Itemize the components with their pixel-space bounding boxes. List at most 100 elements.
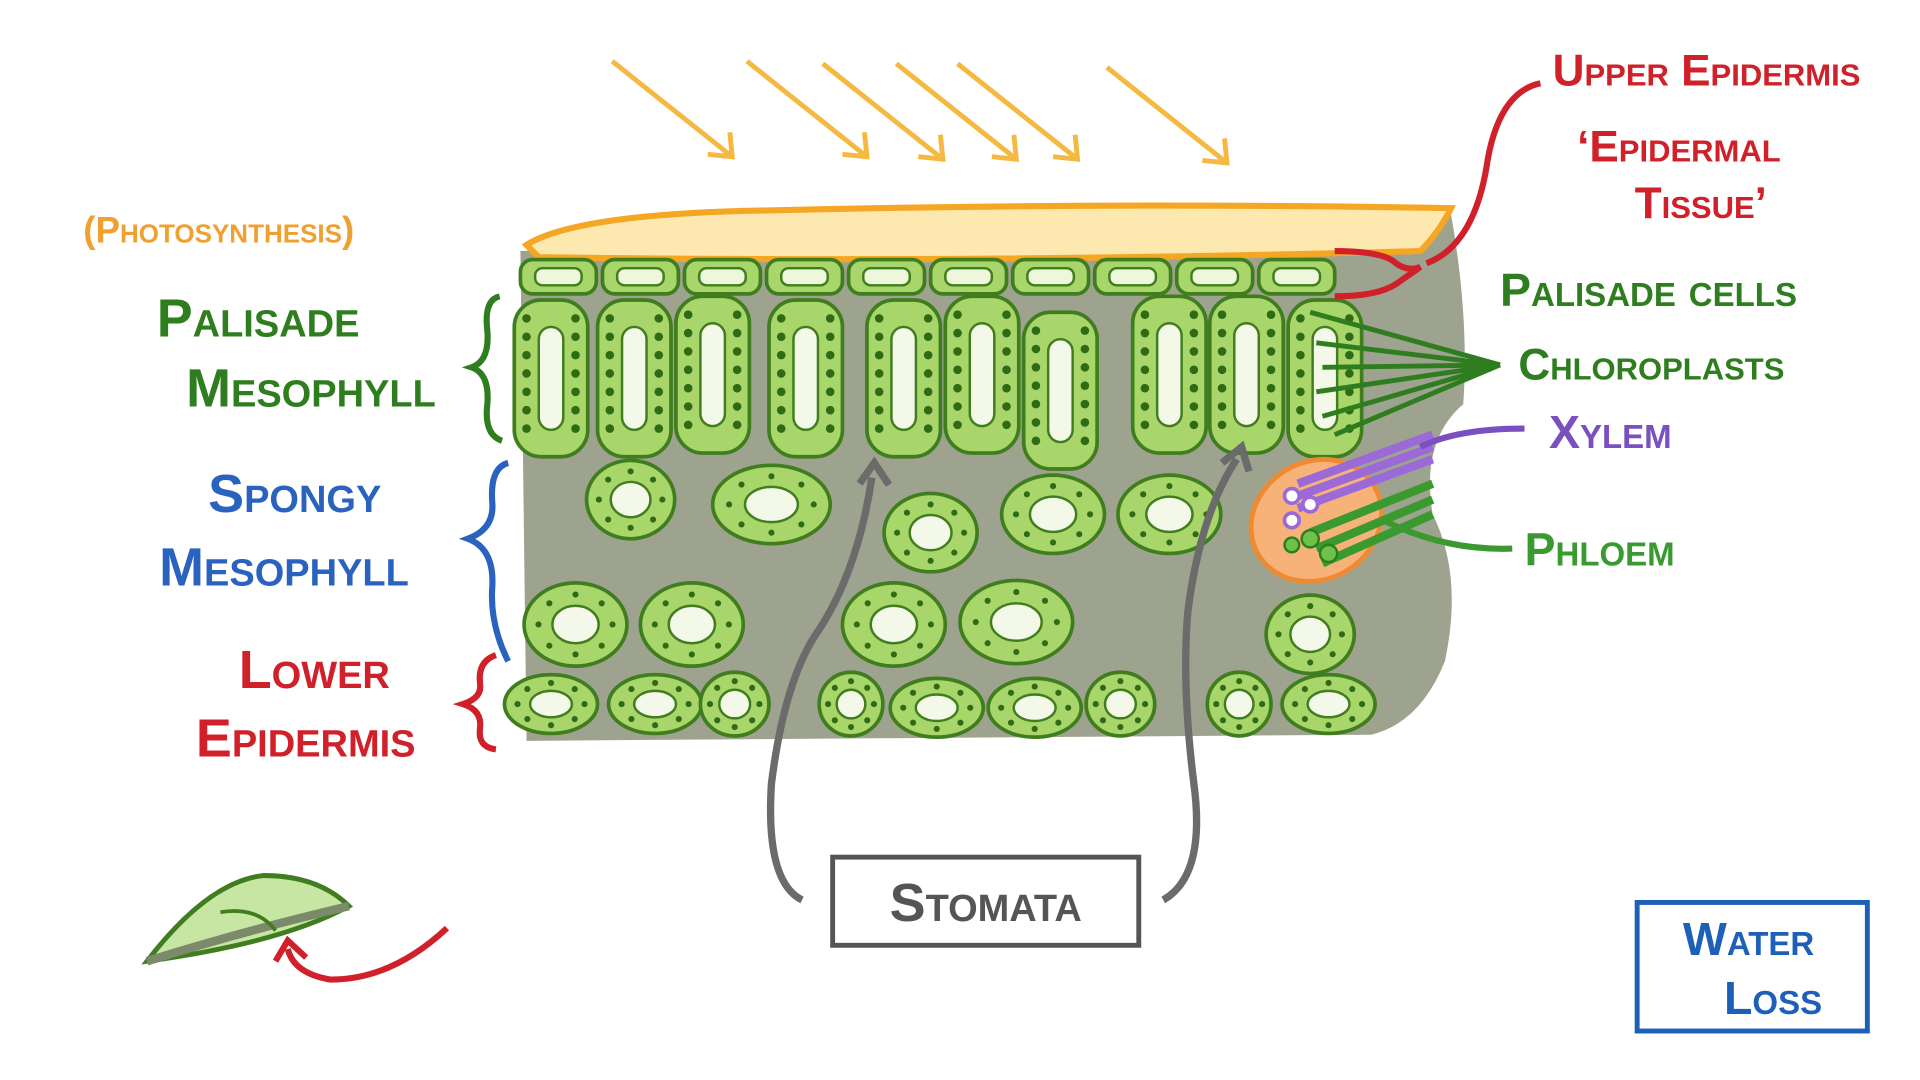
chloroplast [618, 701, 625, 708]
chloroplast [1092, 701, 1099, 708]
chloroplast [1142, 701, 1149, 708]
chloroplast [953, 402, 962, 411]
chloroplast [1031, 363, 1041, 372]
epidermal-cell-vacuole [615, 266, 665, 287]
cell-vacuole [989, 602, 1043, 643]
chloroplast [675, 686, 682, 693]
chloroplast [738, 481, 745, 488]
epidermal-cell-vacuole [862, 266, 912, 287]
chloroplast [605, 314, 615, 323]
chloroplast [731, 678, 738, 685]
palisade-cell-vacuole [537, 325, 565, 432]
chloroplast [731, 723, 738, 731]
chloroplast [923, 332, 933, 342]
chloroplast [903, 509, 910, 516]
chloroplast [1087, 511, 1094, 518]
vascular-bundle [1248, 430, 1435, 584]
palisade-cell-vacuole [792, 325, 820, 432]
chloroplast [1329, 651, 1336, 658]
chloroplast [1117, 678, 1124, 685]
epidermal-cell-vacuole [1190, 266, 1240, 287]
stomata-arrowhead-right-icon [1219, 440, 1253, 473]
chloroplast [685, 701, 692, 708]
chloroplast [890, 591, 897, 598]
chloroplast [605, 476, 612, 483]
chloroplast [864, 600, 871, 607]
chloroplast [1252, 717, 1259, 724]
stomata-label: Stomata [890, 873, 1082, 933]
chloroplast [1345, 350, 1354, 360]
chloroplast [1002, 365, 1011, 375]
chloroplast [1140, 402, 1150, 411]
palisade-cell-vacuole [699, 322, 727, 428]
chloroplast [768, 473, 775, 480]
chloroplast [1189, 347, 1199, 356]
chloroplast [725, 621, 732, 628]
chloroplast [1031, 399, 1041, 409]
chloroplast [984, 597, 991, 604]
chloroplast [628, 715, 635, 723]
chloroplast [825, 369, 835, 378]
chloroplast [776, 369, 786, 378]
chloroplast [605, 332, 615, 342]
sunlight-arrow-icon [821, 61, 946, 162]
cell-vacuole [743, 485, 800, 524]
chloroplast [1189, 365, 1199, 375]
chloroplast [825, 350, 835, 360]
cell-vacuole [718, 688, 752, 720]
lower-epidermis-label-line2: Epidermis [196, 709, 416, 769]
palisade-cell-vacuole [968, 322, 996, 428]
chloroplast [900, 704, 907, 711]
chloroplast [810, 501, 817, 508]
cell-vacuole [869, 604, 919, 645]
epidermal-tissue-label-line1: ‘Epidermal [1577, 123, 1781, 172]
sunlight-arrow-icon [894, 61, 1020, 162]
chloroplast [894, 529, 901, 536]
chloroplast [571, 332, 580, 342]
phloem-pointer [1382, 517, 1513, 552]
stomata-arrowhead-left-icon [856, 456, 893, 487]
chloroplast [933, 683, 940, 690]
chloroplast [522, 387, 531, 397]
chloroplast [1266, 402, 1276, 411]
cell-vacuole [667, 604, 717, 645]
chloroplast [595, 496, 602, 503]
chloroplast [572, 591, 579, 598]
cell-vacuole [1103, 688, 1138, 720]
chloroplast [571, 387, 580, 397]
chloroplast [1189, 420, 1199, 430]
chloroplast [798, 521, 805, 528]
chloroplast [1041, 640, 1049, 647]
chloroplast [776, 387, 786, 397]
palisade-brace [461, 293, 504, 444]
sunlight-arrow-icon [745, 59, 870, 160]
chloroplast [605, 516, 612, 523]
chloroplast [951, 509, 958, 516]
chloroplast [683, 402, 693, 411]
chloroplast [927, 557, 934, 564]
chloroplast [1217, 328, 1227, 338]
chloroplast [756, 701, 763, 708]
chloroplast [654, 314, 664, 323]
chloroplast [1053, 618, 1060, 626]
chloroplast [1296, 314, 1305, 323]
upper-epidermis-layer [521, 202, 1456, 263]
chloroplast [683, 347, 693, 356]
chloroplast [547, 722, 555, 729]
chloroplast [768, 529, 775, 536]
chloroplast [605, 350, 615, 360]
chloroplast [825, 387, 835, 397]
chloroplast [571, 350, 580, 360]
chloroplast [654, 387, 664, 397]
chloroplast [598, 600, 605, 607]
chloroplast [1076, 491, 1083, 498]
chloroplast [1296, 387, 1305, 397]
chloroplast [726, 501, 733, 508]
chloroplast [1080, 326, 1090, 335]
chloroplast [571, 405, 580, 415]
chloroplast [514, 701, 521, 708]
chloroplast [1002, 328, 1011, 338]
chloroplast [1140, 347, 1150, 356]
chloroplast [1325, 722, 1332, 729]
